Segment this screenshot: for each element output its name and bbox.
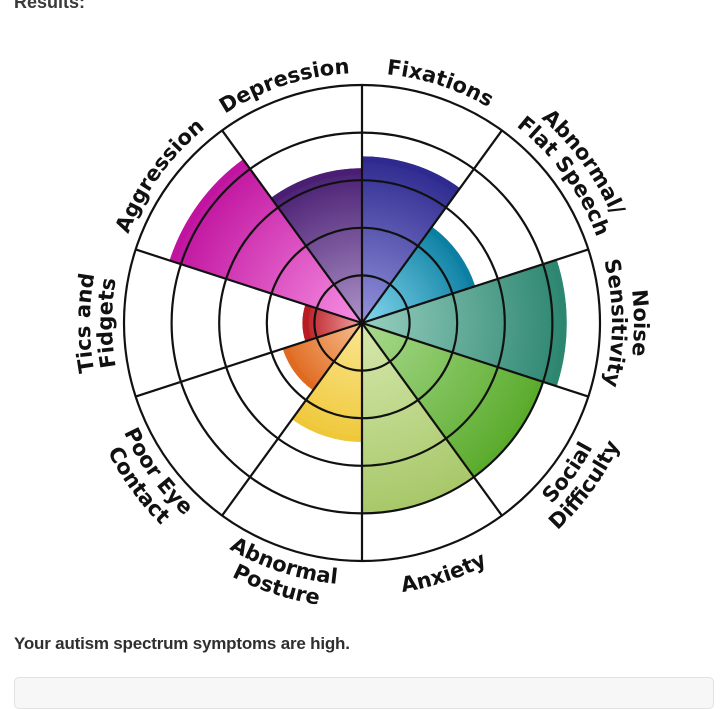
wedge-edge [428, 226, 476, 289]
wedge-tics-and-fidgets [302, 304, 362, 342]
wedge-social-difficulty [362, 323, 544, 478]
category-label: Fidgets [93, 276, 121, 370]
grid-spoke [135, 321, 363, 398]
grid-spoke [361, 129, 503, 324]
wedge-anxiety [362, 323, 474, 514]
category-label: Fixations [386, 55, 498, 111]
grid-spoke [361, 322, 503, 517]
wedge-edge [362, 156, 460, 194]
result-summary: Your autism spectrum symptoms are high. [14, 634, 350, 653]
wedge-edge [169, 159, 247, 263]
grid-spoke [221, 129, 363, 324]
grid-spoke [221, 322, 363, 517]
wedge-noise-sensitivity [362, 259, 567, 387]
wedge-edge [282, 346, 317, 391]
category-label: Noise [627, 288, 653, 357]
wedge-depression [271, 168, 362, 323]
result-details-box [14, 677, 714, 709]
category-label: Sensitivity [599, 256, 631, 389]
grid-spoke [135, 248, 363, 325]
category-label: Tics and [71, 271, 99, 374]
wedge-edge [271, 168, 362, 203]
grid-spoke [361, 248, 589, 325]
grid-spoke [361, 321, 589, 398]
wedge-edge [362, 472, 474, 514]
grid [122, 83, 602, 563]
wedge-edge [550, 259, 567, 387]
results-heading: Results: [14, 0, 86, 12]
wedge-abnormal-flat-speech [362, 226, 476, 323]
wedge-abnormal-posture [292, 323, 362, 442]
wedge-edge [292, 414, 362, 442]
wedges [169, 156, 567, 514]
wedge-edge [302, 304, 312, 342]
wedge-edge [470, 379, 544, 478]
